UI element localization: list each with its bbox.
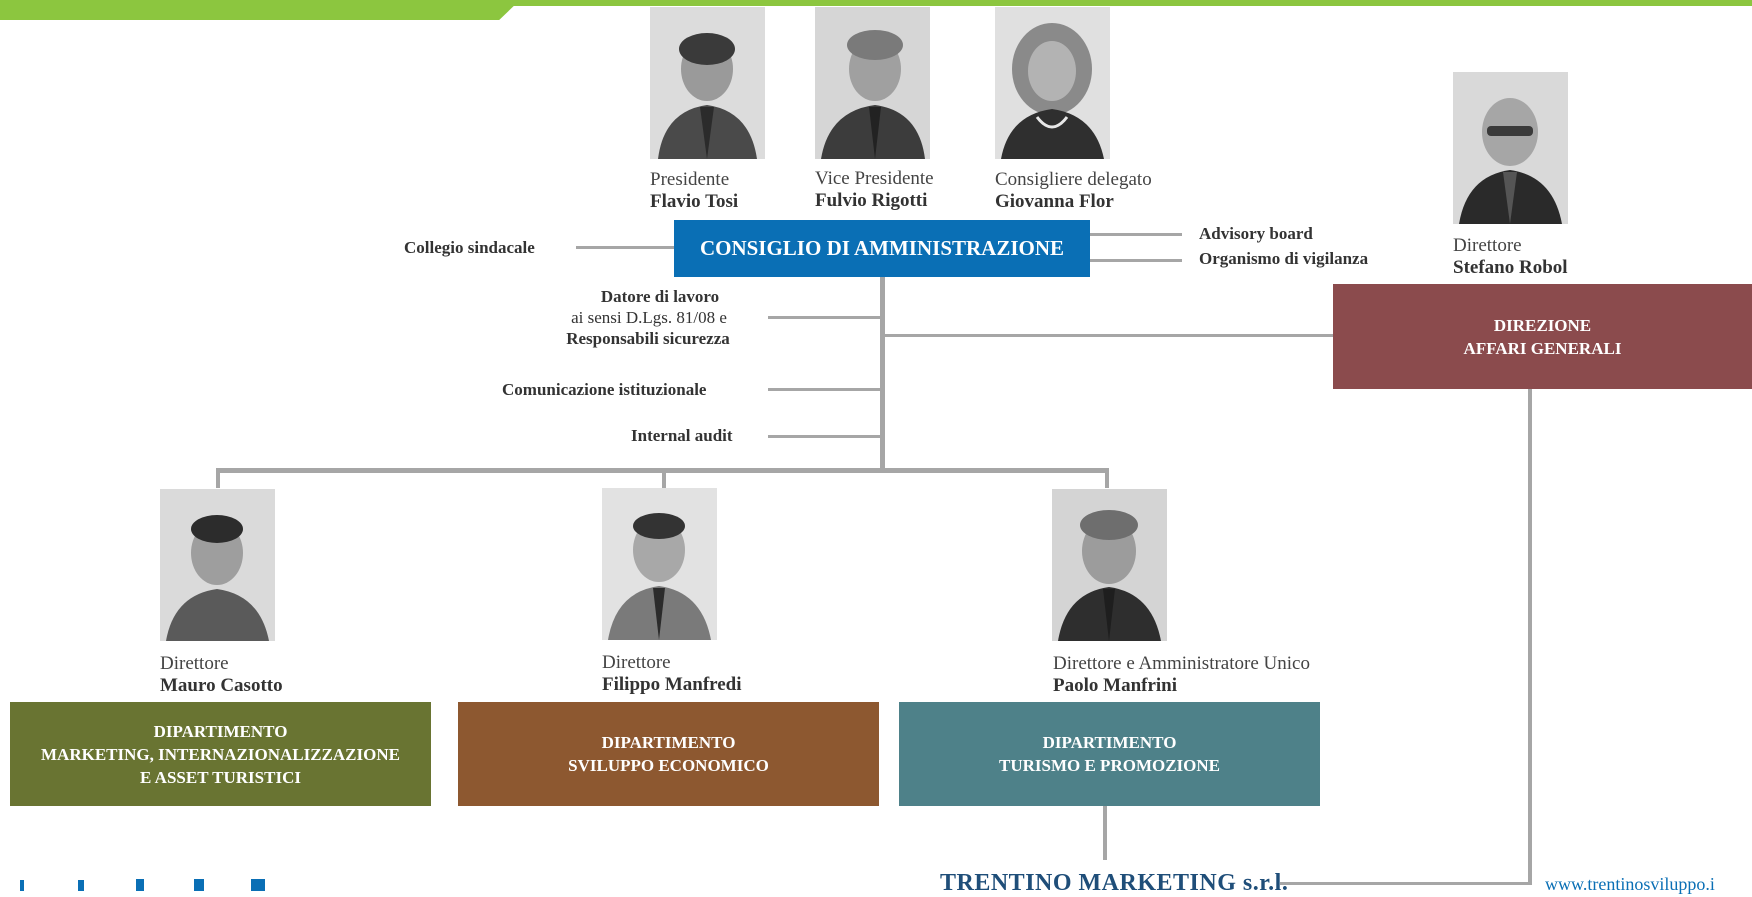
- connector-organismo: [1090, 259, 1182, 262]
- role-label: Consigliere delegato: [995, 169, 1152, 190]
- connector-audit: [768, 435, 880, 438]
- caption-affari: Direttore Stefano Robol: [1453, 235, 1568, 279]
- board-box: CONSIGLIO DI AMMINISTRAZIONE: [674, 220, 1090, 277]
- photo-direttore-turismo: [1052, 489, 1167, 641]
- caption-sviluppo: Direttore Filippo Manfredi: [602, 652, 742, 696]
- affari-line1: DIREZIONE: [1493, 315, 1592, 335]
- connector-collegio: [576, 246, 674, 249]
- dept-line2: SVILUPPO ECONOMICO: [568, 756, 769, 775]
- department-turismo-box: DIPARTIMENTO TURISMO E PROMOZIONE: [899, 702, 1320, 806]
- datore-line1: Datore di lavoro: [600, 287, 720, 306]
- photo-presidente: [650, 7, 765, 159]
- connector-main-trunk: [880, 277, 885, 470]
- connector-affari-footer: [1280, 882, 1532, 885]
- connector-comunicazione: [768, 388, 880, 391]
- dept-line3: E ASSET TURISTICI: [140, 767, 301, 787]
- affari-line2: AFFARI GENERALI: [1463, 338, 1622, 358]
- label-datore: Datore di lavoro ai sensi D.Lgs. 81/08 e…: [540, 286, 740, 349]
- role-label: Direttore: [602, 652, 671, 673]
- role-label: Direttore: [1453, 235, 1522, 256]
- footer-square-3: [136, 879, 144, 891]
- label-comunicazione: Comunicazione istituzionale: [502, 380, 707, 399]
- top-accent-wedge: [0, 0, 520, 20]
- role-label: Direttore e Amministratore Unico: [1053, 653, 1310, 674]
- person-name: Paolo Manfrini: [1053, 675, 1178, 696]
- datore-line3: Responsabili sicurezza: [566, 329, 730, 348]
- footer-square-2: [78, 880, 84, 891]
- dept-line2: MARKETING, INTERNAZIONALIZZAZIONE: [41, 744, 400, 764]
- person-name: Stefano Robol: [1453, 257, 1568, 278]
- person-name: Flavio Tosi: [650, 191, 739, 212]
- person-name: Fulvio Rigotti: [815, 190, 928, 211]
- footer-square-5: [251, 879, 265, 891]
- board-title: CONSIGLIO DI AMMINISTRAZIONE: [699, 236, 1065, 260]
- footer-square-1: [20, 880, 24, 891]
- role-label: Presidente: [650, 169, 730, 190]
- photo-vicepresidente: [815, 7, 930, 159]
- connector-affari-vertical: [1528, 389, 1532, 884]
- caption-marketing: Direttore Mauro Casotto: [160, 653, 283, 697]
- connector-datore: [768, 316, 880, 319]
- role-label: Direttore: [160, 653, 229, 674]
- dept-line2: TURISMO E PROMOZIONE: [998, 756, 1221, 775]
- role-label: Vice Presidente: [815, 168, 934, 189]
- person-name: Mauro Casotto: [160, 675, 283, 696]
- photo-consigliere: [995, 7, 1110, 159]
- department-marketing-box: DIPARTIMENTO MARKETING, INTERNAZIONALIZZ…: [10, 702, 431, 806]
- dept-line1: DIPARTIMENTO: [601, 733, 736, 752]
- photo-direttore-sviluppo: [602, 488, 717, 640]
- top-accent-bar: [0, 0, 1752, 6]
- connector-turismo-footer: [1103, 806, 1107, 860]
- dept-line1: DIPARTIMENTO: [153, 721, 288, 741]
- datore-line2: ai sensi D.Lgs. 81/08 e: [571, 308, 727, 327]
- caption-vicepresidente: Vice Presidente Fulvio Rigotti: [815, 168, 934, 212]
- affari-generali-box: DIREZIONE AFFARI GENERALI: [1333, 284, 1752, 389]
- connector-dept3: [1105, 468, 1109, 488]
- caption-presidente: Presidente Flavio Tosi: [650, 169, 738, 213]
- footer-square-4: [194, 879, 204, 891]
- label-advisory: Advisory board: [1199, 224, 1313, 243]
- person-name: Giovanna Flor: [995, 191, 1114, 212]
- dept-line1: DIPARTIMENTO: [1042, 733, 1177, 752]
- label-organismo: Organismo di vigilanza: [1199, 249, 1369, 268]
- connector-advisory: [1090, 233, 1182, 236]
- connector-affari: [880, 334, 1333, 337]
- caption-turismo: Direttore e Amministratore Unico Paolo M…: [1053, 653, 1310, 697]
- department-sviluppo-box: DIPARTIMENTO SVILUPPO ECONOMICO: [458, 702, 879, 806]
- photo-direttore-marketing: [160, 489, 275, 641]
- footer-url-link[interactable]: www.trentinosviluppo.i: [1545, 874, 1715, 894]
- connector-dept2: [662, 468, 666, 488]
- photo-direttore-affari: [1453, 72, 1568, 224]
- connector-dept1: [216, 468, 220, 488]
- person-name: Filippo Manfredi: [602, 674, 742, 695]
- caption-consigliere: Consigliere delegato Giovanna Flor: [995, 169, 1152, 213]
- label-audit: Internal audit: [631, 426, 733, 445]
- label-collegio: Collegio sindacale: [404, 238, 535, 257]
- footer-brand: TRENTINO MARKETING s.r.l.: [940, 870, 1289, 896]
